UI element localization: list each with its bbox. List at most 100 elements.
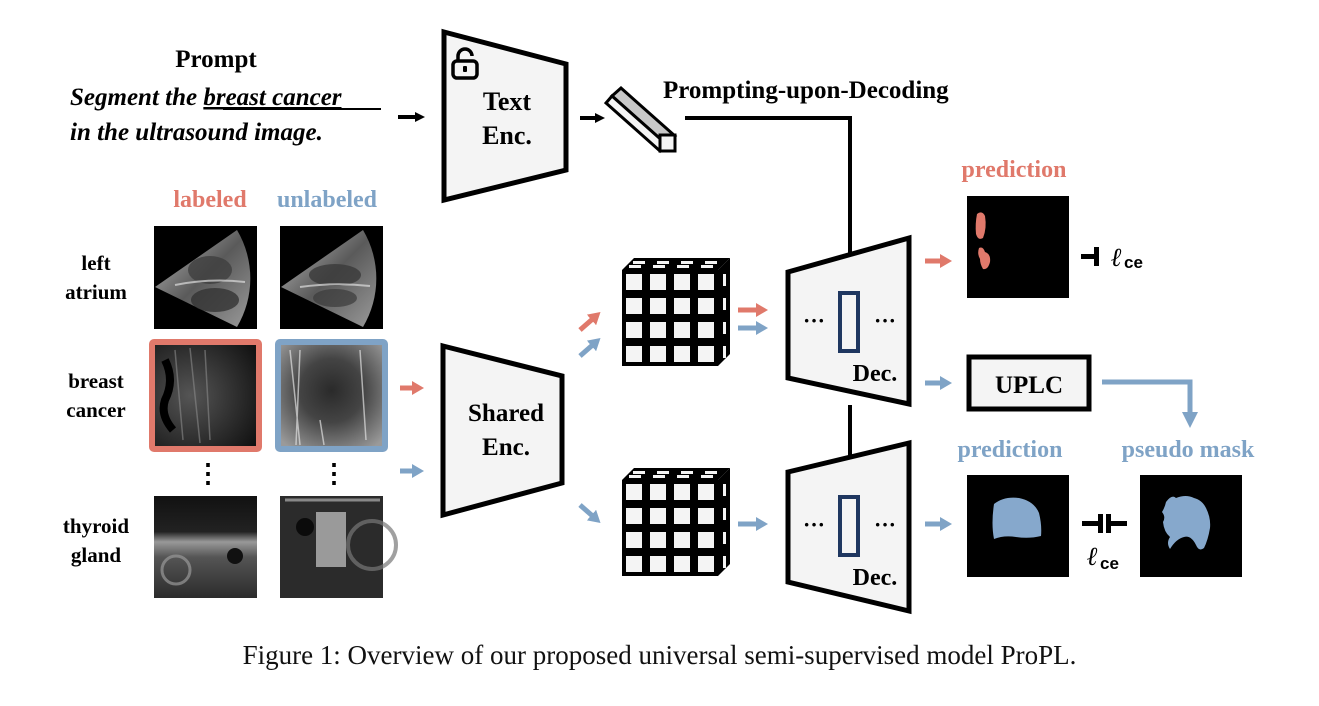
cube-front-cell xyxy=(650,274,666,290)
cube-top-cell xyxy=(677,475,689,478)
shared-encoder-label-2: Enc. xyxy=(482,434,530,461)
cube-front-cell xyxy=(674,274,690,290)
prompt-target-phrase: breast cancer xyxy=(203,84,341,111)
cube-side-cell xyxy=(723,508,726,520)
cube-front-cell xyxy=(698,508,714,524)
cube-front-cell xyxy=(650,346,666,362)
cube-front-cell xyxy=(650,322,666,338)
cube-top-cell xyxy=(653,475,665,478)
row-label-breast-cancer-1: breast xyxy=(68,369,124,393)
image-breast-cancer-unlabeled xyxy=(275,339,388,452)
uplc-box xyxy=(966,354,1092,412)
cube-front-cell xyxy=(650,532,666,548)
cube-top-cell xyxy=(681,261,693,264)
cube-side-cell xyxy=(723,556,726,568)
cube-front-cell xyxy=(674,346,690,362)
cube-side-cell xyxy=(723,298,726,310)
prediction-mask-unlabeled xyxy=(967,475,1069,577)
cube-top-cell xyxy=(705,261,717,264)
ellipsis-unlabeled: ⋮ xyxy=(321,459,347,488)
cube-front-cell xyxy=(674,484,690,500)
cube-side-cell xyxy=(723,274,726,286)
cube-top-cell xyxy=(681,471,693,474)
shared-encoder-label-1: Shared xyxy=(468,400,544,427)
cube-top-cell xyxy=(657,471,669,474)
cube-front-cell xyxy=(626,508,642,524)
row-label-breast-cancer-2: cancer xyxy=(66,398,125,422)
arrow-encoder-to-features-unlabeled-top xyxy=(578,338,601,358)
prediction-unlabeled-title: prediction xyxy=(958,437,1063,463)
cube-front-cell xyxy=(626,298,642,314)
row-label-left-atrium-2: atrium xyxy=(65,280,127,304)
uplc-label: UPLC xyxy=(995,372,1063,399)
cube-top-cell xyxy=(657,261,669,264)
cube-front-cell xyxy=(674,556,690,572)
row-label-thyroid-gland-2: gland xyxy=(71,543,122,567)
text-encoder-label-2: Enc. xyxy=(482,121,532,150)
cube-front-cell xyxy=(650,556,666,572)
cube-front-cell xyxy=(698,556,714,572)
loss-ce-labeled: ℓ ce xyxy=(1081,243,1143,272)
prediction-mask-labeled xyxy=(967,196,1069,298)
cube-front-cell xyxy=(650,484,666,500)
loss-connector-icon xyxy=(1081,254,1096,259)
arrow-encoder-to-features-labeled xyxy=(578,312,601,332)
feature-map-cube-bottom xyxy=(622,468,730,576)
image-breast-cancer-labeled xyxy=(149,339,262,452)
image-left-atrium-unlabeled xyxy=(280,226,383,329)
decoder-bottom-prompt-slot xyxy=(838,495,860,557)
cube-top-cell xyxy=(701,475,713,478)
cube-front-cell xyxy=(626,322,642,338)
decoder-top-dots-right: ··· xyxy=(874,308,896,333)
cube-front-cell xyxy=(674,508,690,524)
loss-connector-bar xyxy=(1094,247,1099,266)
image-left-atrium-labeled xyxy=(154,226,257,329)
cube-side-cell xyxy=(723,346,726,358)
prompt-path-to-decoder-1 xyxy=(685,116,858,290)
loss-connector-bar-right xyxy=(1106,514,1111,533)
cube-front-cell xyxy=(626,274,642,290)
loss-symbol-unlabeled: ℓ xyxy=(1087,542,1098,571)
cube-front-cell xyxy=(698,298,714,314)
cube-front-cell xyxy=(626,532,642,548)
column-header-labeled: labeled xyxy=(173,187,247,213)
loss-ce-unlabeled: ℓ ce xyxy=(1082,514,1127,573)
prompt-title: Prompt xyxy=(175,46,257,73)
decoder-bottom-dots-right: ··· xyxy=(874,512,896,537)
decoder-top-label: Dec. xyxy=(853,361,898,387)
pseudo-mask-title: pseudo mask xyxy=(1122,437,1255,463)
decoder-top-dots-left: ··· xyxy=(803,308,825,333)
column-header-unlabeled: unlabeled xyxy=(277,187,378,213)
prompting-upon-decoding-label: Prompting-upon-Decoding xyxy=(663,77,949,104)
text-encoder-shape xyxy=(441,28,569,204)
cube-side-face xyxy=(718,258,730,366)
pseudo-mask-image xyxy=(1140,475,1242,577)
cube-top-cell xyxy=(633,261,645,264)
cube-front-cell xyxy=(650,298,666,314)
row-label-left-atrium-1: left xyxy=(81,251,110,275)
decoder-top-prompt-slot xyxy=(838,291,860,353)
feature-map-cube-top xyxy=(622,258,730,366)
cube-front-cell xyxy=(698,346,714,362)
loss-subscript-unlabeled: ce xyxy=(1100,554,1119,573)
loss-symbol-labeled: ℓ xyxy=(1111,243,1122,272)
decoder-bottom: ··· ··· Dec. xyxy=(785,439,912,615)
cube-top-cell xyxy=(705,471,717,474)
shared-encoder-shape xyxy=(440,342,565,519)
cube-top-cell xyxy=(701,265,713,268)
lock-icon xyxy=(451,47,479,80)
cube-front-cell xyxy=(674,532,690,548)
cube-top-cell xyxy=(653,265,665,268)
cube-front-cell xyxy=(626,484,642,500)
cube-front-cell xyxy=(698,322,714,338)
cube-side-cell xyxy=(723,322,726,334)
cube-front-cell xyxy=(698,484,714,500)
cube-side-face xyxy=(718,468,730,576)
cube-front-cell xyxy=(698,274,714,290)
cube-front-cell xyxy=(698,532,714,548)
cube-side-cell xyxy=(723,484,726,496)
text-encoder-label-1: Text xyxy=(483,87,531,116)
cube-top-cell xyxy=(629,265,641,268)
cube-top-cell xyxy=(677,265,689,268)
cube-front-cell xyxy=(650,508,666,524)
